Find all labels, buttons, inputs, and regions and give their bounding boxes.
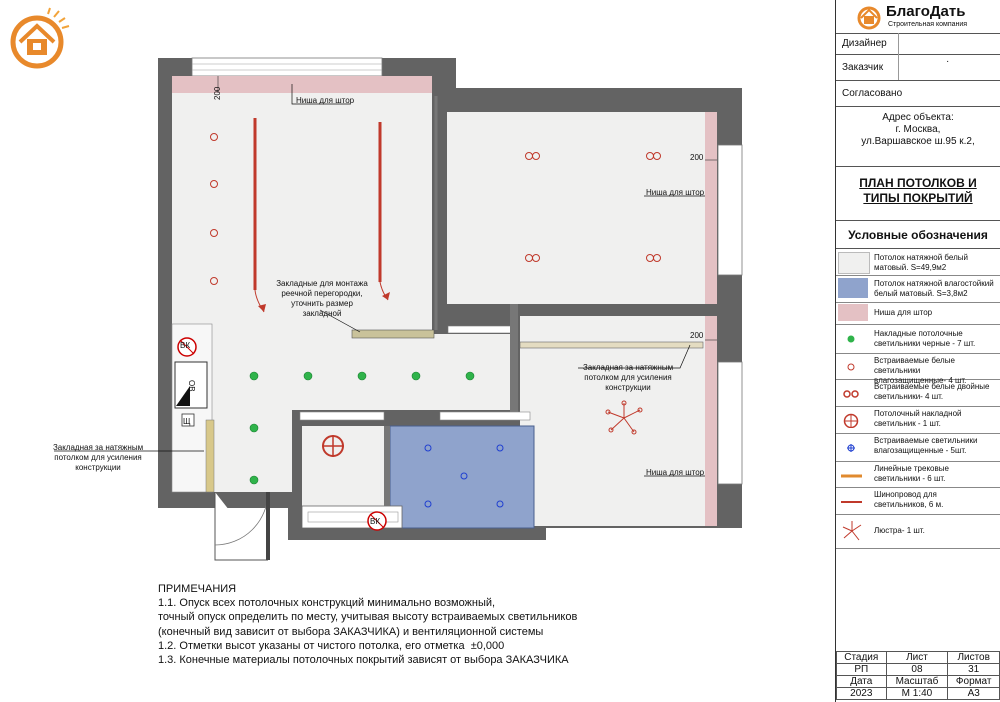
busbar-icon	[841, 501, 862, 503]
curtain-niche-right1	[705, 112, 717, 304]
blue-ceiling-swatch-icon	[838, 278, 868, 298]
company-subtitle: Строительная компания	[888, 21, 968, 28]
svg-text:Закладная за натяжным: Закладная за натяжным	[583, 363, 673, 372]
designer-row: Дизайнер	[836, 33, 1000, 55]
company-name: БлагоДать	[886, 3, 966, 20]
legend-item: Ниша для штор	[836, 302, 1000, 325]
title-block: БлагоДать Строительная компания Дизайнер…	[835, 0, 1000, 702]
chandelier-legend-icon	[842, 521, 862, 541]
red-spot-icon	[847, 363, 855, 371]
ceiling-white-areas	[172, 76, 717, 526]
dim-left: 200	[213, 86, 222, 100]
ceiling-surface-light	[322, 435, 344, 457]
vk-label-1: ВК	[180, 341, 190, 350]
svg-text:реечной перегородки,: реечной перегородки,	[281, 289, 362, 298]
approved-row: Согласовано	[836, 80, 1000, 107]
company-logo-icon	[10, 7, 70, 69]
shch-label: Щ	[183, 417, 191, 426]
dim-right2: 200	[690, 331, 704, 340]
customer-row: Заказчик ·	[836, 54, 1000, 81]
double-spot-icon	[843, 390, 859, 398]
niche-label-right1: Ниша для штор	[646, 188, 705, 197]
track-light-icon	[841, 474, 862, 478]
svg-text:Закладная за натяжным: Закладная за натяжным	[53, 443, 143, 452]
white-ceiling-swatch-icon	[838, 252, 870, 274]
ceiling-plan-drawing: ВК ВК ОВ Щ 200 200 200 Ниша для штор Ниш…	[53, 57, 743, 561]
track-lights	[253, 118, 382, 290]
company-logo-small-icon	[857, 6, 881, 30]
svg-text:конструкции: конструкции	[605, 383, 651, 392]
notes-title: ПРИМЕЧАНИЯ	[158, 583, 237, 595]
blue-spot-lights	[424, 444, 504, 508]
svg-text:потолком для усиления: потолком для усиления	[54, 453, 142, 462]
legend-item: Люстра- 1 шт.	[836, 514, 1000, 549]
niche-label-right2: Ниша для штор	[646, 468, 705, 477]
ceiling-blue-bathroom	[389, 425, 535, 529]
ov-label: ОВ	[187, 380, 196, 392]
chandelier-icon	[605, 400, 643, 435]
vk-label-2: ВК	[370, 517, 380, 526]
double-spot-lights	[525, 152, 661, 262]
partition-note: Закладные для монтажа реечной перегородк…	[276, 279, 368, 318]
address-block: Адрес объекта: г. Москва, ул.Варшавское …	[836, 106, 1000, 167]
green-dot-icon	[847, 335, 855, 343]
reinforce-note-right: Закладная за натяжным потолком для усиле…	[583, 363, 673, 392]
red-spot-lights	[210, 133, 218, 285]
sheet-title: ПЛАН ПОТОЛКОВ И ТИПЫ ПОКРЫТИЙ	[836, 166, 1000, 221]
curtain-niche-right2	[705, 316, 717, 526]
reinforce-note-left: Закладная за натяжным потолком для усиле…	[53, 443, 143, 472]
floor-plan: ВК ВК ОВ Щ 200 200 200 Ниша для штор Ниш…	[10, 7, 743, 667]
svg-text:закладной: закладной	[303, 309, 342, 318]
svg-text:уточнить размер: уточнить размер	[291, 299, 353, 308]
svg-text:Закладные для монтажа: Закладные для монтажа	[276, 279, 368, 288]
dim-right1: 200	[690, 153, 704, 162]
svg-text:потолком для усиления: потолком для усиления	[584, 373, 672, 382]
curtain-niche-top	[172, 76, 432, 93]
curtain-niche-swatch-icon	[838, 304, 868, 321]
company-block: БлагоДать Строительная компания	[836, 0, 1000, 34]
blue-spot-icon	[847, 444, 855, 452]
niche-label-top: Ниша для штор	[296, 96, 355, 105]
reinforcement-strip	[519, 341, 704, 349]
big-circle-icon	[843, 413, 859, 428]
svg-text:конструкции: конструкции	[75, 463, 121, 472]
legend-title: Условные обозначения	[836, 220, 1000, 249]
green-dot-lights	[249, 371, 475, 485]
